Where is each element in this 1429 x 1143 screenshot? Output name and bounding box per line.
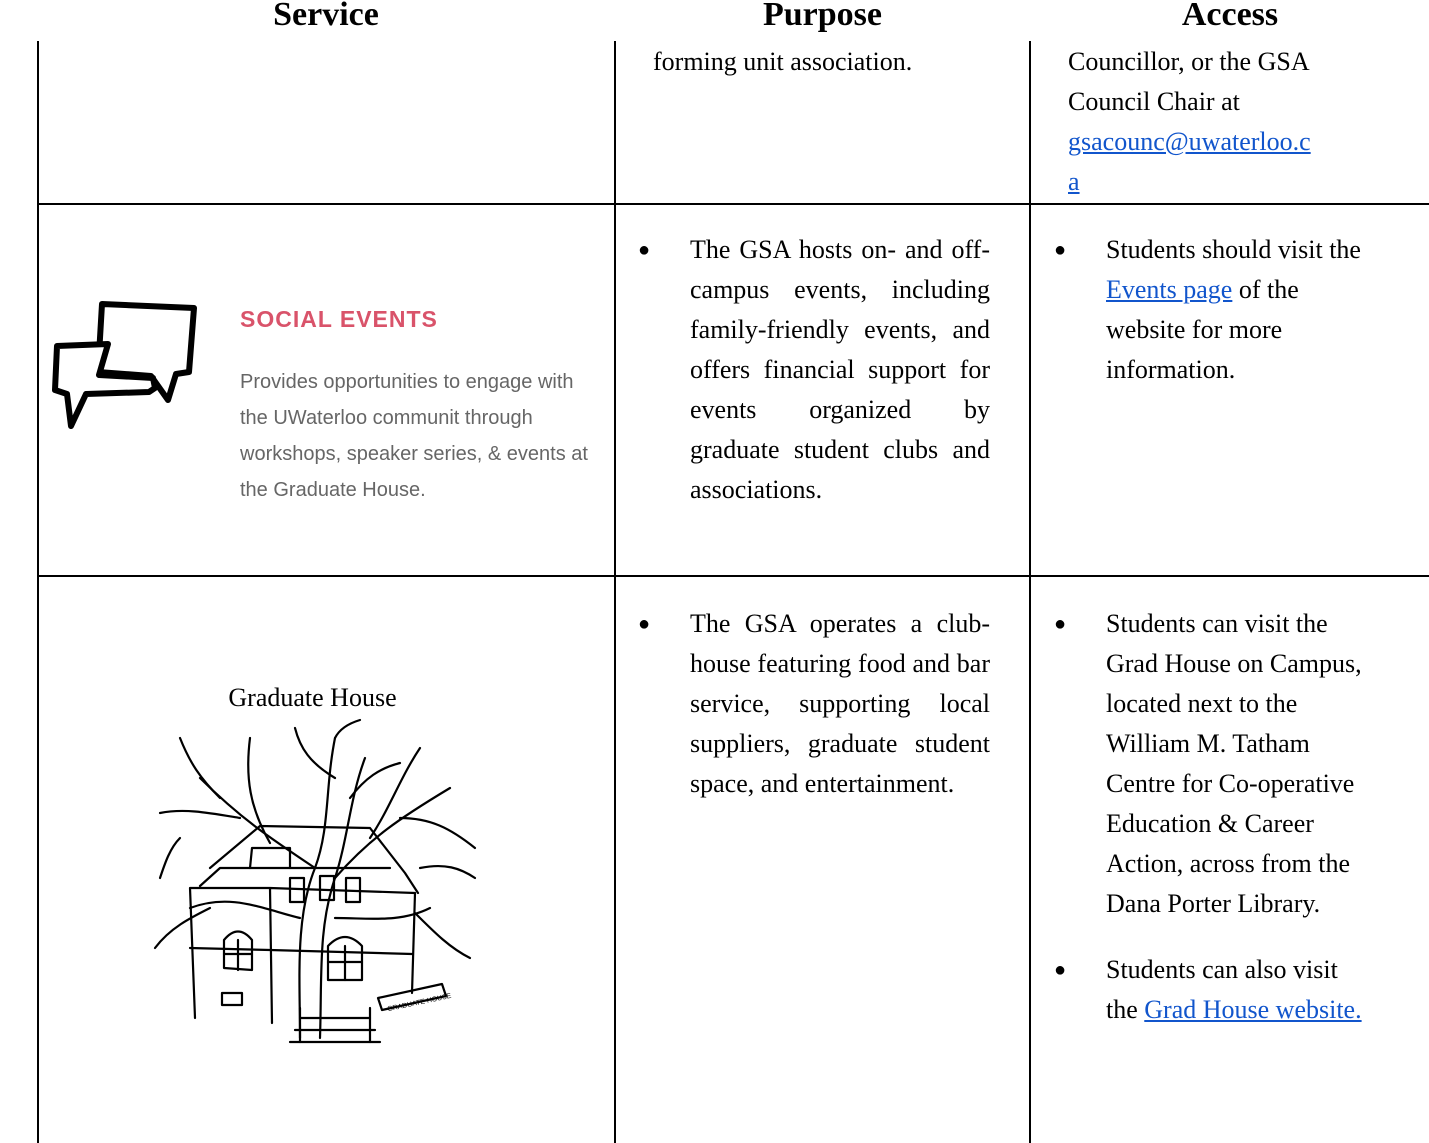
services-table-grid <box>37 41 1429 1143</box>
graduate-house-drawing: GRADUATE HOUSE <box>153 718 477 1044</box>
row3-access2-pre: Students can also visit the <box>1106 955 1338 1024</box>
gsa-email-link[interactable]: gsacounc@uwaterloo.c <box>1068 122 1368 162</box>
grad-house-website-link[interactable]: Grad House website. <box>1144 995 1362 1024</box>
list-item: ● The GSA operates a club-house featuring… <box>638 604 990 804</box>
row2-access-pre: Students should visit the <box>1106 235 1361 264</box>
table-border-left <box>37 41 39 1143</box>
list-item: ● The GSA hosts on- and off-campus events… <box>638 230 990 510</box>
row3-access-cell: ● Students can visit the Grad House on Ca… <box>1054 604 1374 1030</box>
bullet-dot: ● <box>638 613 651 635</box>
table-border-col2 <box>1029 41 1031 1143</box>
list-item: ● Students can visit the Grad House on Ca… <box>1054 604 1374 924</box>
graduate-house-label: Graduate House <box>228 683 397 712</box>
table-border-row2 <box>37 575 1429 577</box>
list-item: ● Students should visit the Events page o… <box>1054 230 1374 390</box>
row2-access-cell: ● Students should visit the Events page o… <box>1054 230 1374 390</box>
row2-purpose-list: ● The GSA hosts on- and off-campus events… <box>638 230 990 510</box>
row3-access1-text: Students can visit the Grad House on Cam… <box>1106 609 1362 918</box>
header-access: Access <box>1181 0 1279 33</box>
table-header-row: Service Purpose Access <box>0 0 1429 40</box>
email-link-part1[interactable]: gsacounc@uwaterloo.c <box>1068 127 1311 156</box>
bullet-dot: ● <box>638 239 651 261</box>
row3-purpose-list: ● The GSA operates a club-house featuring… <box>638 604 990 804</box>
row2-purpose-text: The GSA hosts on- and off-campus events,… <box>690 235 990 504</box>
bullet-dot: ● <box>1054 613 1067 635</box>
row3-purpose-text: The GSA operates a club-house featuring … <box>690 609 990 798</box>
email-link-part2[interactable]: a <box>1068 167 1080 196</box>
row1-purpose-text: forming unit association. <box>653 47 913 76</box>
bullet-dot: ● <box>1054 959 1067 981</box>
gsa-email-link-cont[interactable]: a <box>1068 162 1368 202</box>
row2-access-post: of the website for more information. <box>1106 275 1299 384</box>
social-events-description: Provides opportunities to engage with th… <box>240 371 588 501</box>
drawing-sign-text: GRADUATE HOUSE <box>387 993 453 1013</box>
row3-access-list: ● Students can visit the Grad House on Ca… <box>1054 604 1374 1030</box>
row1-access-line1: Councillor, or the GSA <box>1068 47 1310 76</box>
bullet-dot: ● <box>1054 239 1067 261</box>
chat-bubbles-icon <box>52 301 197 429</box>
row2-access-list: ● Students should visit the Events page o… <box>1054 230 1374 390</box>
row2-purpose-cell: ● The GSA hosts on- and off-campus events… <box>638 230 990 510</box>
header-service: Service <box>273 0 379 33</box>
table-border-col1 <box>614 41 616 1143</box>
row3-purpose-cell: ● The GSA operates a club-house featuring… <box>638 604 990 804</box>
row1-access-cell: Councillor, or the GSA Council Chair at … <box>1068 42 1368 202</box>
social-events-title: SOCIAL EVENTS <box>240 306 438 332</box>
row1-access-line2: Council Chair at <box>1068 87 1240 116</box>
list-item: ● Students can also visit the Grad House … <box>1054 950 1374 1030</box>
events-page-link[interactable]: Events page <box>1106 275 1233 304</box>
table-border-row1 <box>37 203 1429 205</box>
header-purpose: Purpose <box>763 0 882 33</box>
